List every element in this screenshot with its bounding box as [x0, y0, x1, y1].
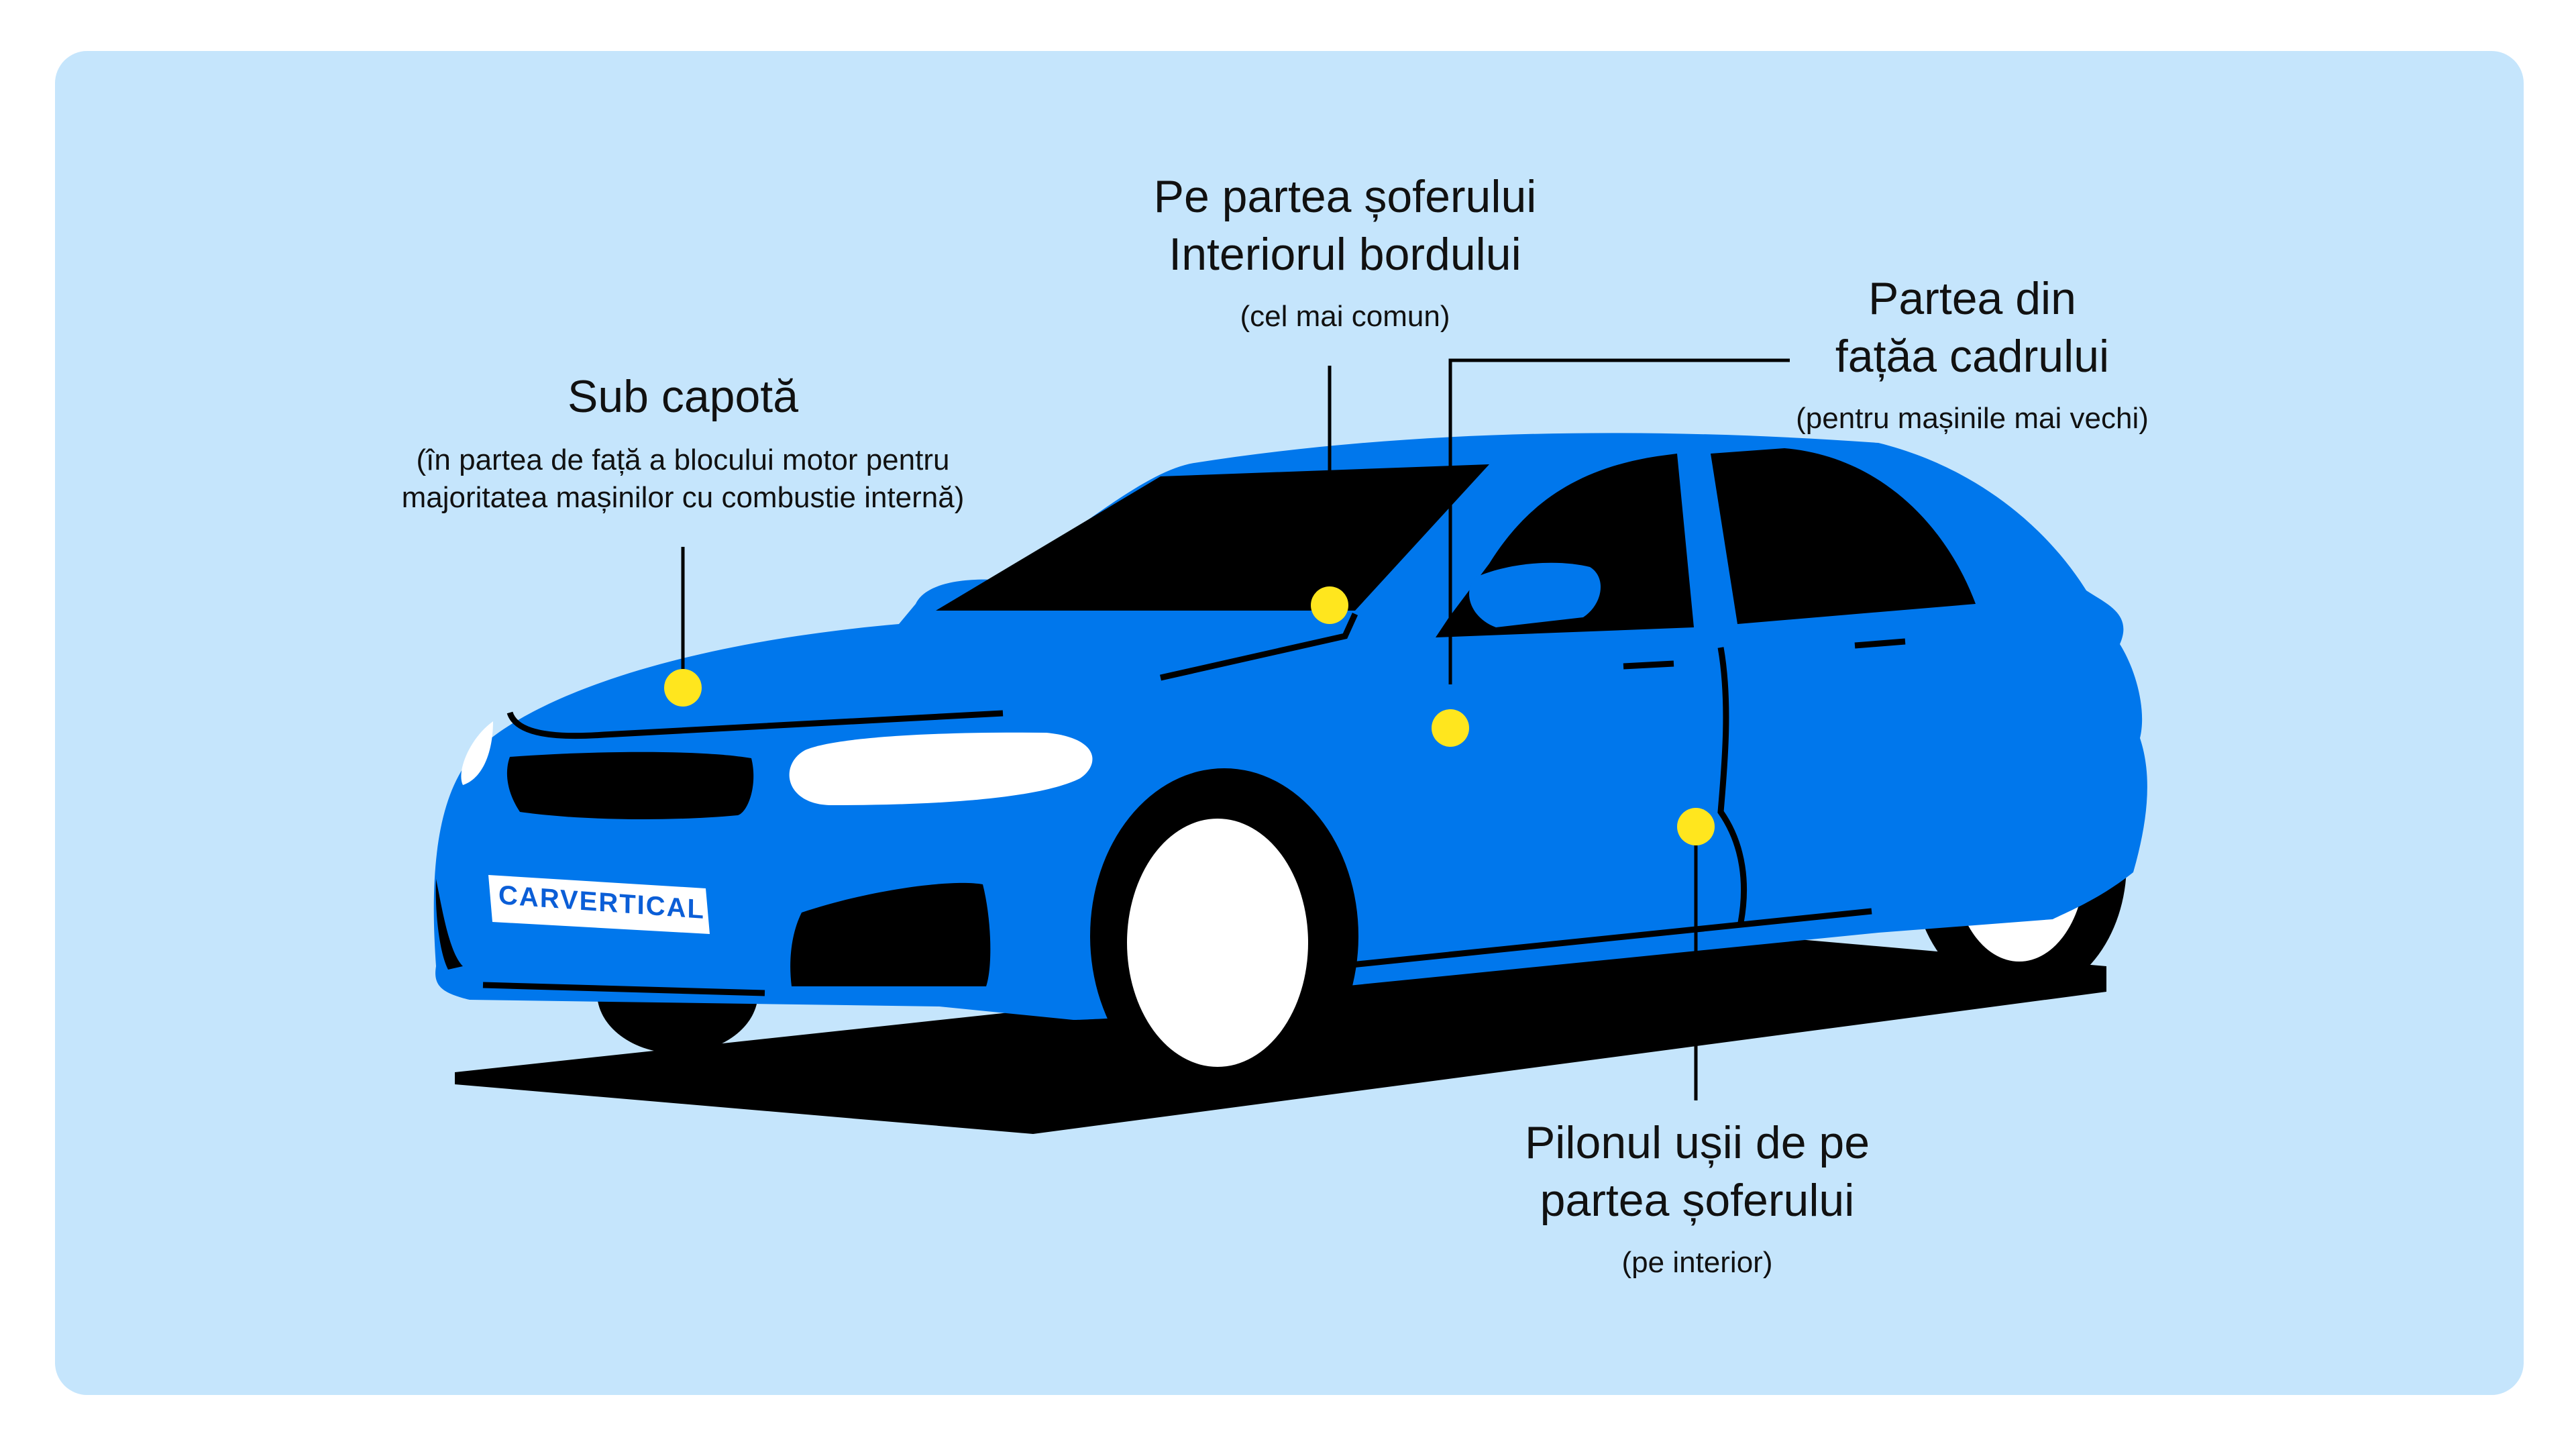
sill-line: [1338, 908, 1872, 970]
windshield: [936, 464, 1489, 611]
marker-dashboard: [1311, 586, 1348, 624]
cowl-line: [1160, 613, 1358, 681]
marker-door-pillar: [1677, 808, 1715, 845]
bumper-intake-left: [435, 879, 463, 970]
grille: [506, 752, 754, 820]
label-title: Pe partea șoferului Interiorul bordului: [1153, 171, 1537, 280]
label-dashboard: Pe partea șoferului Interiorul bordului …: [1033, 168, 1657, 335]
hood-line: [506, 710, 1004, 739]
door-line: [1717, 647, 1748, 923]
car-body: [433, 433, 2147, 1020]
front-wheel: [1090, 768, 1358, 1104]
marker-frame: [1432, 709, 1469, 747]
bumper-line: [482, 982, 765, 996]
leader-frame: [1448, 358, 1790, 684]
side-mirror: [1469, 562, 1601, 627]
label-door-pillar: Pilonul ușii de pe partea șoferului (pe …: [1436, 1114, 1959, 1282]
headlight-right: [789, 732, 1093, 805]
label-frame-front: Partea din fațăa cadrului (pentru mașini…: [1717, 270, 2227, 437]
marker-under-hood: [664, 669, 702, 707]
label-under-hood: Sub capotă (în partea de față a blocului…: [307, 368, 1059, 517]
bumper-intake-right: [790, 882, 991, 986]
label-subtitle: (cel mai comun): [1240, 300, 1450, 333]
rear-side-window: [1711, 448, 1976, 624]
label-title: Pilonul ușii de pe partea șoferului: [1524, 1117, 1870, 1226]
label-title: Sub capotă: [567, 371, 799, 422]
label-subtitle: (pentru mașinile mai vechi): [1796, 402, 2149, 435]
headlight-left: [461, 721, 493, 785]
label-subtitle: (pe interior): [1621, 1246, 1773, 1279]
label-title: Partea din fațăa cadrului: [1835, 273, 2110, 382]
label-subtitle: (în partea de față a blocului motor pent…: [401, 444, 965, 514]
door-handle-rear: [1854, 638, 1906, 649]
door-handle-front: [1623, 660, 1674, 670]
license-plate: [488, 875, 710, 934]
